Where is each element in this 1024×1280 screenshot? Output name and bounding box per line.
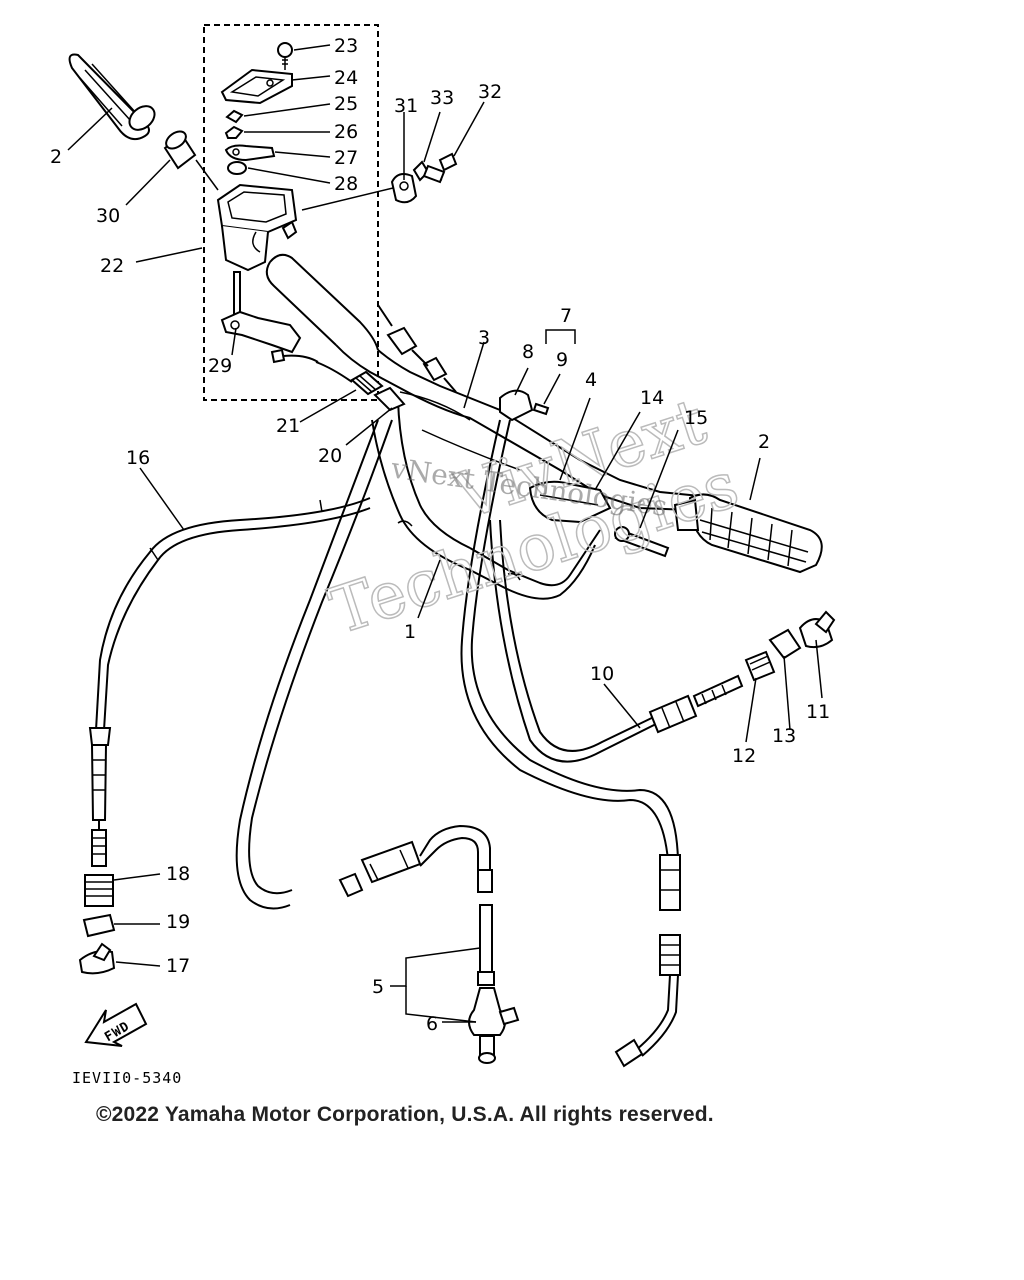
callout-30: 30 [96, 205, 120, 227]
callout-15: 15 [684, 407, 708, 429]
screw-9 [532, 402, 550, 416]
callout-10: 10 [590, 663, 614, 685]
cable-5 [235, 419, 495, 986]
left-grip [68, 53, 156, 141]
callout-31: 31 [394, 95, 418, 117]
callout-19: 19 [166, 911, 190, 933]
cable-right-long [460, 419, 681, 1068]
nut-26 [224, 125, 244, 139]
lever-holder-14 [528, 480, 612, 524]
washer-28 [227, 161, 247, 175]
callout-2-left: 2 [50, 146, 62, 168]
cover-24 [220, 68, 293, 105]
spring-12 [744, 650, 776, 682]
callout-7: 7 [560, 305, 572, 327]
spring-18 [84, 874, 114, 907]
throttle-lever-29 [220, 271, 302, 354]
callout-21: 21 [276, 415, 300, 437]
callout-33: 33 [430, 87, 454, 109]
callout-6: 6 [426, 1013, 438, 1035]
callout-17: 17 [166, 955, 190, 977]
callout-32: 32 [478, 81, 502, 103]
fwd-arrow-icon: FWD [84, 1002, 148, 1047]
callout-29: 29 [208, 355, 232, 377]
callout-16: 16 [126, 447, 150, 469]
callout-14: 14 [640, 387, 664, 409]
assembly-dashed-box [203, 24, 379, 401]
switch-8 [499, 389, 534, 422]
leader-lines [67, 44, 823, 1023]
wing-nut-11 [798, 610, 836, 649]
callout-25: 25 [334, 93, 358, 115]
lever-27 [224, 144, 276, 162]
bolt-15 [614, 526, 670, 558]
sleeve-13 [768, 628, 802, 660]
copyright-notice: ©2022 Yamaha Motor Corporation, U.S.A. A… [96, 1103, 714, 1126]
gasket-25 [225, 109, 244, 124]
cable-10 [489, 519, 744, 763]
callout-22: 22 [100, 255, 124, 277]
callout-20: 20 [318, 445, 342, 467]
callout-26: 26 [334, 121, 358, 143]
collar-30 [163, 130, 197, 170]
drawing-code: IEVII0-5340 [72, 1069, 182, 1087]
callout-8: 8 [522, 341, 534, 363]
callout-28: 28 [334, 173, 358, 195]
throttle-housing-22 [216, 183, 298, 272]
cable-16 [88, 497, 371, 867]
right-grip [673, 493, 823, 574]
callout-4: 4 [585, 369, 597, 391]
screw-23 [277, 42, 293, 70]
callout-13: 13 [772, 725, 796, 747]
callout-24: 24 [334, 67, 358, 89]
callout-23: 23 [334, 35, 358, 57]
callout-5: 5 [372, 976, 384, 998]
clamp-31 [390, 173, 418, 204]
bolt-32 [422, 152, 458, 184]
callout-3: 3 [478, 327, 490, 349]
switch-6 [468, 987, 520, 1064]
callout-11: 11 [806, 701, 830, 723]
callout-2-right: 2 [758, 431, 770, 453]
callout-18: 18 [166, 863, 190, 885]
callout-27: 27 [334, 147, 358, 169]
adjuster-21 [350, 370, 384, 396]
callout-12: 12 [732, 745, 756, 767]
wing-nut-17 [78, 942, 116, 975]
adjuster-20 [373, 386, 406, 412]
sleeve-19 [82, 913, 116, 938]
callout-9: 9 [556, 349, 568, 371]
callout-1: 1 [404, 621, 416, 643]
callout-labels: 1 2 2 3 4 5 6 7 8 9 10 11 12 13 14 15 16… [50, 35, 830, 1035]
